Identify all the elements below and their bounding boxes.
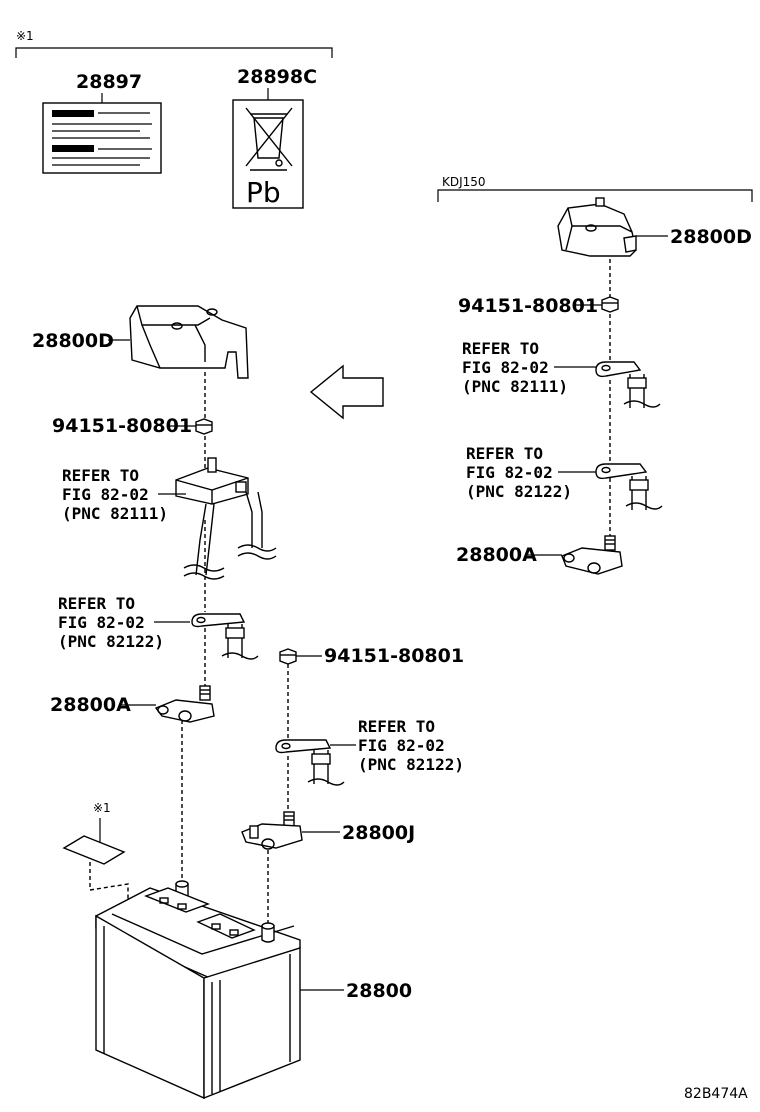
caution-label-part-number[interactable]: 28897 [76,71,142,93]
label-warning-band [52,110,94,117]
bin-icon [253,117,284,159]
battery[interactable]: 28800 [95,880,412,1100]
ref-a-line-3: (PNC 82111) [62,504,168,523]
variant-bracket [437,189,753,202]
nut-negative-part-number[interactable]: 94151-80801 [324,645,464,667]
reference-b: REFER TO FIG 82-02 (PNC 82122) [58,594,190,651]
ref-c-line-3: (PNC 82122) [358,755,464,774]
reference-d: REFER TO FIG 82-02 (PNC 82111) [462,339,596,396]
nut-negative-shape [279,648,297,665]
terminal-cover-body [129,305,249,379]
label-location: ※1 [62,801,129,912]
nut-main[interactable]: 94151-80801 [52,415,213,437]
positive-cable-terminal-variant [595,361,661,408]
recycle-label[interactable]: 28898C Pb [232,66,317,209]
positive-clamp-variant[interactable]: 28800A [456,535,623,575]
caution-label[interactable]: 28897 [42,71,162,174]
terminal-cover-body [557,203,637,257]
ref-d-line-3: (PNC 82111) [462,377,568,396]
ref-b-line-1: REFER TO [58,594,135,613]
terminal-cover-main[interactable]: 28800D [32,305,249,379]
label-sticker-icon [62,835,126,865]
note-mark-small: ※1 [93,801,111,815]
ref-e-line-2: FIG 82-02 [466,463,553,482]
positive-cable-terminal [175,457,277,580]
positive-clamp-main[interactable]: 28800A [50,685,215,723]
cover-variant-part-number[interactable]: 28800D [670,226,752,248]
ref-b-line-2: FIG 82-02 [58,613,145,632]
ref-b-line-3: (PNC 82122) [58,632,164,651]
clamp-body [561,547,623,575]
cover-main-part-number[interactable]: 28800D [32,330,114,352]
label-caution-band [52,145,94,152]
ring-terminal-main [191,613,259,660]
nut-variant[interactable]: 94151-80801 [458,295,619,317]
ref-a-line-1: REFER TO [62,466,139,485]
figure-code: 82B474A [684,1086,748,1102]
ring-terminal-variant [595,463,663,510]
negative-post [261,925,275,943]
battery-part-number[interactable]: 28800 [346,980,412,1002]
nut-main-shape [195,418,213,435]
battery-side [203,947,301,1100]
ref-c-line-2: FIG 82-02 [358,736,445,755]
nut-variant-shape [601,296,619,313]
ref-d-line-2: FIG 82-02 [462,358,549,377]
label-group-bracket [15,47,333,58]
lead-symbol-text: Pb [246,176,281,209]
ref-d-line-1: REFER TO [462,339,539,358]
reference-e: REFER TO FIG 82-02 (PNC 82122) [466,444,596,501]
nut-main-part-number[interactable]: 94151-80801 [52,415,192,437]
ref-e-line-3: (PNC 82122) [466,482,572,501]
nut-variant-part-number[interactable]: 94151-80801 [458,295,598,317]
ref-c-line-1: REFER TO [358,717,435,736]
left-arrow-icon [309,364,384,420]
negative-clamp[interactable]: 28800J [241,811,415,850]
clamp-variant-part-number[interactable]: 28800A [456,544,537,566]
ring-terminal-negative [275,739,345,786]
reference-c: REFER TO FIG 82-02 (PNC 82122) [330,717,464,774]
variant-label: KDJ150 [442,175,486,189]
terminal-cover-variant[interactable]: 28800D [557,197,752,257]
reference-a: REFER TO FIG 82-02 (PNC 82111) [62,466,186,523]
ref-a-line-2: FIG 82-02 [62,485,149,504]
note-mark: ※1 [16,29,34,43]
nut-negative[interactable]: 94151-80801 [279,645,464,667]
ref-e-line-1: REFER TO [466,444,543,463]
negative-clamp-part-number[interactable]: 28800J [342,822,415,844]
clamp-main-part-number[interactable]: 28800A [50,694,131,716]
recycle-label-part-number[interactable]: 28898C [237,66,317,88]
